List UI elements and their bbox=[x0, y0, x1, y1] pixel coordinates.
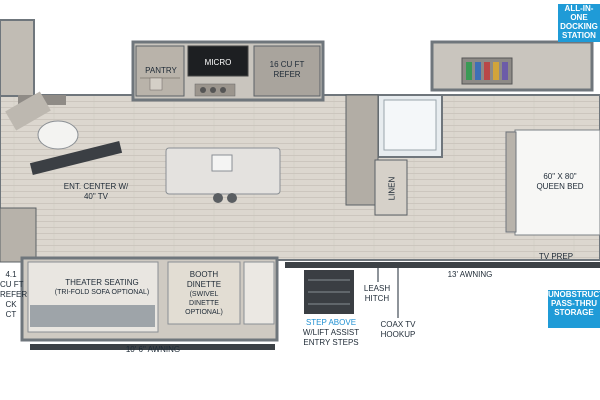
docking-line1: ALL-IN-ONE bbox=[564, 4, 594, 22]
storage-callout: UNOBSTRUCT PASS-THRU STORAGE bbox=[548, 290, 600, 328]
docking-station-callout: ALL-IN-ONE DOCKING STATION bbox=[558, 4, 600, 42]
pantry bbox=[135, 45, 185, 97]
left-refer-label-4: CK bbox=[5, 300, 17, 309]
storage-line3: STORAGE bbox=[554, 308, 594, 317]
docking-line2: DOCKING bbox=[560, 22, 598, 31]
step-label-2: w/LIFT ASSIST bbox=[302, 328, 360, 337]
left-refer-label-3: REFER bbox=[0, 290, 28, 299]
awning-13-label: 13' AWNING bbox=[447, 270, 493, 279]
ent-center-label-1: ENT. CENTER w/ bbox=[63, 182, 129, 191]
kitchen-island bbox=[165, 147, 281, 203]
theater-label-1: THEATER SEATING bbox=[65, 278, 139, 287]
left-refer-label-1: 4.1 bbox=[5, 270, 17, 279]
coax-label-2: HOOKUP bbox=[380, 330, 416, 339]
coax-label-1: COAX TV bbox=[380, 320, 416, 329]
entry-steps bbox=[304, 270, 354, 314]
bedroom-slideout bbox=[430, 40, 594, 92]
docking-line3: STATION bbox=[562, 31, 596, 40]
micro-label: MICRO bbox=[204, 58, 232, 67]
bathroom bbox=[345, 94, 443, 216]
booth-label-4: DINETTE bbox=[189, 300, 219, 307]
refer16-label-1: 16 CU FT bbox=[269, 60, 305, 69]
left-refer-label-5: CT bbox=[5, 310, 17, 319]
leash-label-2: HITCH bbox=[364, 294, 390, 303]
entertainment-center bbox=[5, 91, 123, 175]
storage-line1: UNOBSTRUCT bbox=[548, 290, 600, 299]
refer16-label-2: REFER bbox=[273, 70, 301, 79]
step-label-1: STEP ABOVE bbox=[305, 318, 357, 327]
tv-prep-label: TV PREP bbox=[538, 252, 574, 261]
queen-bed-label-2: QUEEN BED bbox=[536, 182, 584, 191]
left-refer-label-2: CU FT bbox=[0, 280, 24, 289]
booth-label-1: BOOTH bbox=[189, 270, 219, 279]
leash-label-1: LEASH bbox=[363, 284, 391, 293]
awning-bars bbox=[30, 262, 600, 350]
refrigerator-4-1 bbox=[0, 207, 37, 263]
booth-label-5: OPTIONAL) bbox=[185, 309, 223, 316]
awning-10-label: 10' 6" AWNING bbox=[125, 345, 181, 354]
linen-label: LINEN bbox=[387, 176, 397, 201]
ent-center-label-2: 40" TV bbox=[83, 192, 109, 201]
microwave bbox=[187, 45, 249, 97]
refrigerator-16 bbox=[253, 45, 321, 97]
living-slideout bbox=[20, 256, 279, 342]
booth-label-2: DINETTE bbox=[186, 280, 222, 289]
storage-line2: PASS-THRU bbox=[550, 299, 598, 308]
step-label-3: ENTRY STEPS bbox=[303, 338, 359, 347]
queen-bed-label-1: 60" x 80" bbox=[543, 172, 577, 181]
queen-bed bbox=[505, 129, 600, 236]
left-slideout bbox=[0, 19, 35, 97]
pantry-label: PANTRY bbox=[145, 66, 177, 75]
main-floor bbox=[0, 94, 600, 261]
theater-label-2: (TRI-FOLD SOFA OPTIONAL) bbox=[54, 289, 150, 296]
booth-label-3: (SWIVEL bbox=[189, 291, 219, 298]
